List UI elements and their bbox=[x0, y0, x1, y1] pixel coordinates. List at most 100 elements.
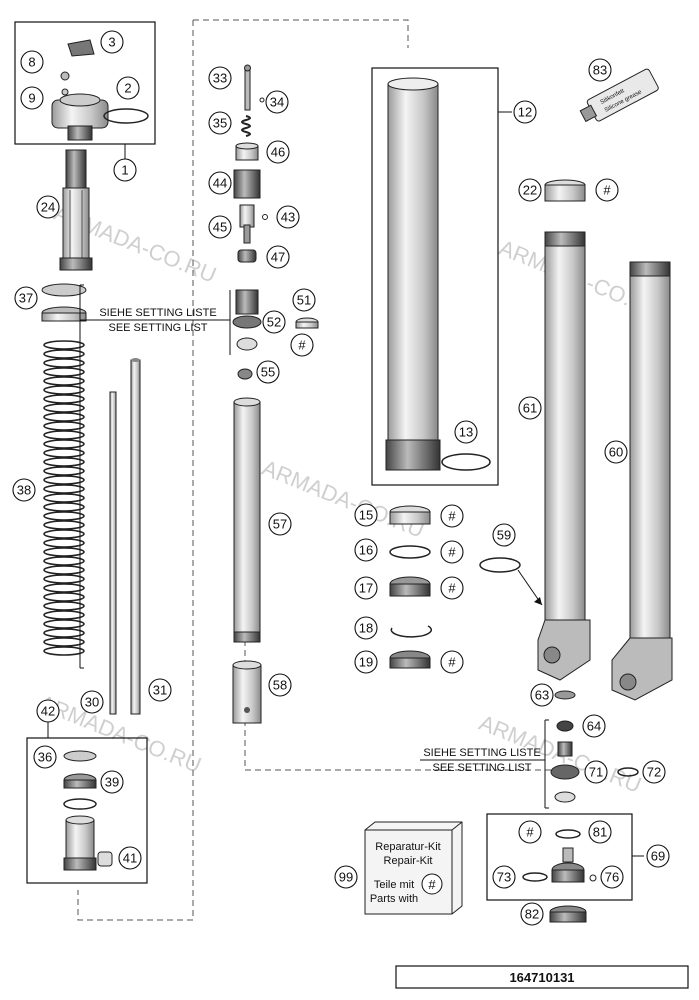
callout-57: 57 bbox=[273, 517, 287, 532]
callout-22-circle bbox=[518, 178, 542, 202]
setting-bracket-bottom bbox=[420, 719, 549, 809]
spring-coil bbox=[43, 358, 85, 368]
spring-coil bbox=[43, 421, 85, 431]
spring-coil bbox=[43, 547, 85, 557]
callout-73-circle bbox=[492, 865, 516, 889]
spring-coil bbox=[43, 502, 85, 512]
callout-18: 18 bbox=[359, 621, 373, 636]
callout-59: 59 bbox=[497, 528, 511, 543]
repair-kit-line3: Teile mit bbox=[374, 879, 414, 891]
callout-72: 72 bbox=[647, 765, 661, 780]
spring-coil bbox=[43, 511, 85, 521]
spring-coil bbox=[43, 412, 85, 422]
callout-31-circle bbox=[148, 678, 172, 702]
spring-coil bbox=[43, 394, 85, 404]
spring-coil bbox=[43, 340, 85, 350]
spring-coil bbox=[43, 484, 85, 494]
callout-64: 64 bbox=[587, 719, 601, 734]
part-38-spring-graphic bbox=[43, 340, 85, 656]
callout-33-circle bbox=[208, 66, 232, 90]
setting-note-bottom-line1: SIEHE SETTING LISTE bbox=[423, 747, 540, 759]
callout-64-circle bbox=[582, 714, 606, 738]
callout-2-circle bbox=[116, 76, 140, 100]
callout-55: 55 bbox=[261, 365, 275, 380]
setting-note-bottom-line2: SEE SETTING LIST bbox=[432, 762, 531, 774]
callout-16-circle bbox=[354, 538, 378, 562]
callout-52-circle bbox=[262, 310, 286, 334]
callout-hash: # bbox=[603, 183, 611, 198]
callout-47-circle bbox=[266, 245, 290, 269]
callout-43: 43 bbox=[281, 210, 295, 225]
callout-9: 9 bbox=[28, 91, 35, 106]
spring-coil bbox=[43, 628, 85, 638]
callout-51-circle bbox=[292, 288, 316, 312]
lower-right-parts-graphic bbox=[550, 690, 639, 803]
spring-coil bbox=[43, 403, 85, 413]
callout-hash: # bbox=[448, 581, 456, 596]
callout-58: 58 bbox=[273, 678, 287, 693]
spring-coil bbox=[43, 430, 85, 440]
callout-61-circle bbox=[518, 396, 542, 420]
callout-hash: # bbox=[448, 545, 456, 560]
spring-coil bbox=[43, 619, 85, 629]
callout-43-circle bbox=[276, 205, 300, 229]
callout-83-circle bbox=[588, 58, 612, 82]
callout-37: 37 bbox=[19, 291, 33, 306]
callout-1-circle bbox=[113, 158, 137, 182]
callout-13-circle bbox=[454, 420, 478, 444]
callout-hash-circle bbox=[440, 650, 464, 674]
callout-46-circle bbox=[266, 140, 290, 164]
callout-36-circle bbox=[33, 745, 57, 769]
group-box-12 bbox=[371, 67, 512, 486]
repair-kit-hash: # bbox=[428, 877, 436, 892]
spring-coil bbox=[43, 385, 85, 395]
callout-30: 30 bbox=[85, 695, 99, 710]
grease-tube-graphic: Silikonfett Silicone grease bbox=[579, 68, 659, 123]
callout-hash: # bbox=[448, 509, 456, 524]
callout-57-circle bbox=[268, 512, 292, 536]
callout-24: 24 bbox=[41, 200, 55, 215]
spring-coil bbox=[43, 565, 85, 575]
spring-coil bbox=[43, 376, 85, 386]
callout-35: 35 bbox=[213, 116, 227, 131]
callout-30-circle bbox=[80, 690, 104, 714]
callout-42: 42 bbox=[41, 704, 55, 719]
spring-coil bbox=[43, 574, 85, 584]
spring-coil bbox=[43, 475, 85, 485]
callout-60: 60 bbox=[609, 445, 623, 460]
callout-34-circle bbox=[265, 90, 289, 114]
callout-hash: # bbox=[298, 338, 306, 353]
callout-22: 22 bbox=[523, 183, 537, 198]
callout-44-circle bbox=[208, 171, 232, 195]
callout-52: 52 bbox=[267, 315, 281, 330]
callout-45: 45 bbox=[213, 220, 227, 235]
group-box-69 bbox=[486, 813, 644, 923]
spring-coil bbox=[43, 520, 85, 530]
repair-kit-line4: Parts with bbox=[370, 893, 418, 905]
repair-kit-line1: Reparatur-Kit bbox=[375, 841, 440, 853]
part-37-graphic bbox=[41, 283, 87, 322]
setting-note-top-line2: SEE SETTING LIST bbox=[108, 322, 207, 334]
callout-72-circle bbox=[642, 760, 666, 784]
callout-1: 1 bbox=[121, 163, 128, 178]
spring-coil bbox=[43, 466, 85, 476]
callout-73: 73 bbox=[497, 870, 511, 885]
callout-71-circle bbox=[584, 760, 608, 784]
callout-hash-circle bbox=[440, 576, 464, 600]
callout-59-circle bbox=[492, 523, 516, 547]
callout-46: 46 bbox=[271, 145, 285, 160]
callout-12-circle bbox=[513, 100, 537, 124]
outer-tubes-graphic bbox=[479, 179, 673, 701]
spring-coil bbox=[43, 610, 85, 620]
callout-69-circle bbox=[646, 844, 670, 868]
spring-coil bbox=[43, 583, 85, 593]
seals-15-19-graphic bbox=[389, 505, 433, 669]
callout-13: 13 bbox=[459, 425, 473, 440]
callout-83: 83 bbox=[593, 63, 607, 78]
spring-coil bbox=[43, 448, 85, 458]
callout-45-circle bbox=[208, 215, 232, 239]
callout-76-circle bbox=[600, 865, 624, 889]
spring-coil bbox=[43, 601, 85, 611]
callout-51: 51 bbox=[297, 293, 311, 308]
callout-76: 76 bbox=[605, 870, 619, 885]
